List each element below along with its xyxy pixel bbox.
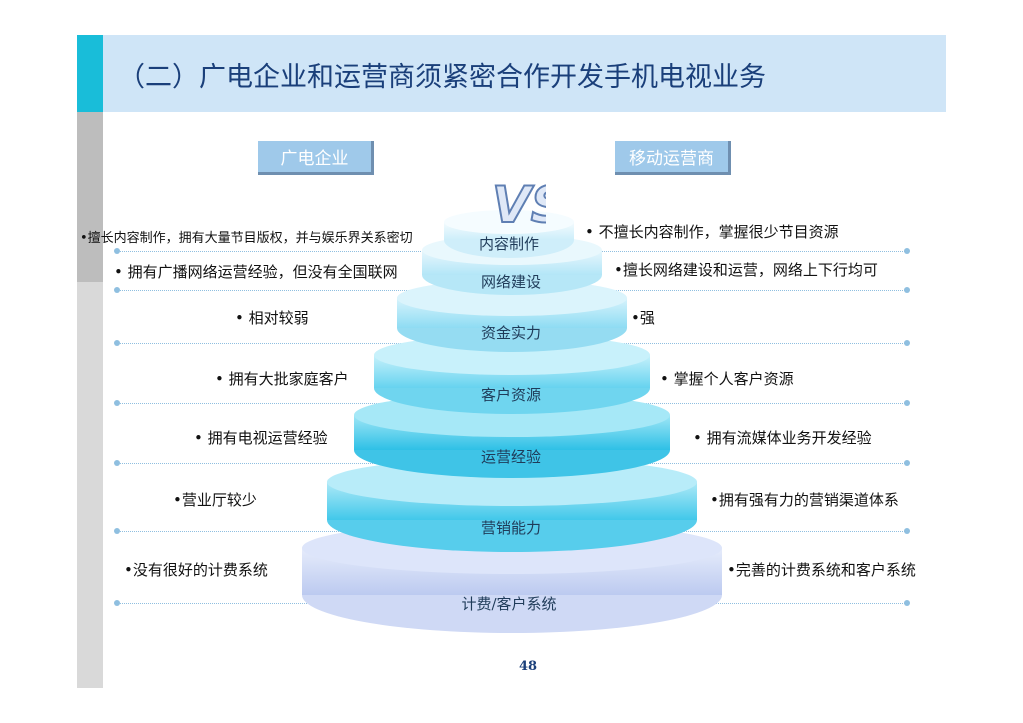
- left-row-text: •擅长内容制作，拥有大量节目版权，并与娱乐界关系密切: [80, 231, 413, 246]
- left-accent-bar: [77, 35, 103, 112]
- left-row-text: • 拥有电视运营经验: [194, 429, 328, 447]
- row-dot: [114, 287, 120, 293]
- tier-label: 网络建设: [480, 273, 542, 291]
- left-row-text: •营业厅较少: [173, 491, 257, 509]
- row-dot: [114, 460, 120, 466]
- left-row-text: • 拥有大批家庭客户: [215, 370, 349, 388]
- row-dot: [904, 528, 910, 534]
- row-dot: [904, 248, 910, 254]
- right-column-header: 移动运营商: [615, 141, 731, 175]
- row-dot: [904, 340, 910, 346]
- row-dot: [114, 400, 120, 406]
- tier-label: 客户资源: [480, 386, 542, 404]
- page-number: 48: [519, 659, 538, 674]
- vs-text: VS: [492, 176, 546, 232]
- right-row-text: •拥有强有力的营销渠道体系: [710, 491, 899, 509]
- right-row-text: •擅长网络建设和运营，网络上下行均可: [614, 261, 878, 279]
- title-band: [103, 35, 946, 112]
- left-row-text: •没有很好的计费系统: [124, 561, 268, 579]
- right-row-text: •强: [631, 309, 655, 327]
- row-dot: [904, 600, 910, 606]
- vs-logo: VS: [491, 175, 546, 232]
- tier-label: 资金实力: [480, 324, 542, 342]
- row-dot: [114, 340, 120, 346]
- row-dot: [904, 460, 910, 466]
- row-dot: [114, 528, 120, 534]
- row-dot: [904, 400, 910, 406]
- row-dot: [904, 287, 910, 293]
- page-title: （二）广电企业和运营商须紧密合作开发手机电视业务: [118, 62, 766, 93]
- left-column-header: 广电企业: [258, 141, 374, 175]
- row-dot: [114, 600, 120, 606]
- right-row-text: • 掌握个人客户资源: [660, 370, 794, 388]
- tier-label: 营销能力: [480, 519, 542, 537]
- left-row-text: • 相对较弱: [235, 309, 309, 327]
- tier-label: 内容制作: [478, 235, 540, 253]
- right-row-text: • 不擅长内容制作，掌握很少节目资源: [585, 223, 839, 241]
- tier-label: 运营经验: [480, 448, 542, 466]
- row-dot: [114, 248, 120, 254]
- left-decor-bar-mid: [77, 112, 103, 282]
- left-row-text: • 拥有广播网络运营经验，但没有全国联网: [114, 263, 398, 281]
- right-row-text: •完善的计费系统和客户系统: [727, 561, 916, 579]
- right-row-text: • 拥有流媒体业务开发经验: [693, 429, 872, 447]
- tier-label: 计费/客户系统: [461, 595, 557, 613]
